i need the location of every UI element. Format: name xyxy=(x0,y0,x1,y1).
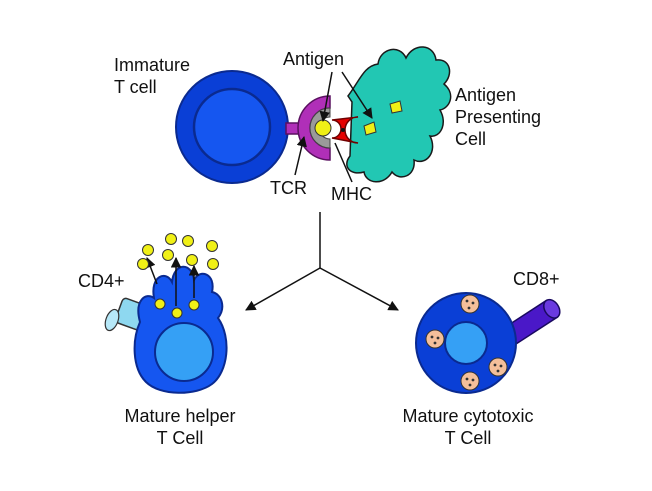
mhc-pointer-line xyxy=(334,142,353,183)
cytotoxic-granules xyxy=(425,294,508,391)
antigen-presenting-cell-label: Antigen Presenting Cell xyxy=(455,85,542,149)
arrow-to-helper xyxy=(245,267,321,311)
immature-t-cell-label: Immature T cell xyxy=(114,55,191,97)
vesicle xyxy=(171,307,183,319)
mature-helper-t-cell xyxy=(104,233,228,394)
mhc-label: MHC xyxy=(331,184,372,204)
cd8-receptor-end xyxy=(543,298,561,319)
immature-t-cell xyxy=(175,70,289,184)
granule xyxy=(425,329,445,349)
tcr-label: TCR xyxy=(270,178,307,198)
maturation-arrows xyxy=(245,212,399,311)
cd4-label: CD4+ xyxy=(78,271,125,291)
cytokine-vesicles xyxy=(154,298,200,319)
cytokine xyxy=(162,249,174,261)
arrow-to-cytotoxic xyxy=(319,267,399,311)
apc-antigen-fragment xyxy=(363,121,377,136)
antigen-label: Antigen xyxy=(283,49,345,69)
cytokine xyxy=(186,254,198,266)
helper-cell-nucleus xyxy=(154,322,214,382)
cytotoxic-cell-nucleus xyxy=(444,321,488,365)
granule xyxy=(460,371,480,391)
cytokine xyxy=(142,244,154,256)
mhc-dot xyxy=(341,128,345,132)
apc-body xyxy=(346,46,452,183)
cd4-receptor-end xyxy=(104,308,120,332)
cytokine xyxy=(165,233,177,245)
mature-helper-t-cell-label: Mature helper T Cell xyxy=(124,406,236,448)
cd8-label: CD8+ xyxy=(513,269,560,289)
granule xyxy=(488,357,508,377)
apc-antigen-fragment xyxy=(389,100,403,114)
vesicle xyxy=(154,298,166,310)
antigen-presenting-cell xyxy=(346,46,452,183)
antigen-pointer-line xyxy=(319,71,333,123)
mhc-molecule xyxy=(331,116,359,144)
cytokine xyxy=(207,258,219,270)
released-cytokines xyxy=(137,233,219,270)
presented-antigen xyxy=(314,119,332,137)
tcr-pointer-line xyxy=(294,135,307,176)
cytokine xyxy=(206,240,218,252)
vesicle xyxy=(188,299,200,311)
antigen-pointer-line xyxy=(341,71,373,119)
immature-t-cell-nucleus xyxy=(192,87,272,167)
mature-cytotoxic-t-cell xyxy=(415,292,561,394)
cytokine xyxy=(137,258,149,270)
cytokine xyxy=(182,235,194,247)
granule xyxy=(460,294,480,314)
mature-cytotoxic-t-cell-label: Mature cytotoxic T Cell xyxy=(402,406,534,448)
